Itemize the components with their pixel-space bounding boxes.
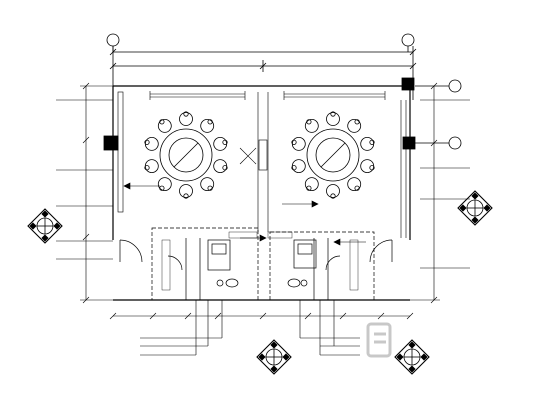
chair-back [183,111,189,117]
chair [291,136,306,151]
index-symbol-4 [394,339,430,375]
table-hatch [173,142,199,168]
chair [144,159,159,174]
dining-table-left [144,111,228,199]
chair-back [207,185,213,191]
chair [179,184,193,198]
table-top [306,128,360,182]
index-pointer [408,341,416,349]
index-pointer [396,353,404,361]
axis-bubble-right [401,33,415,52]
chair-back [222,165,228,171]
chair-back [306,185,312,191]
index-pointer [420,353,428,361]
section-arrows [123,182,366,246]
side-walls [400,100,407,238]
chair [360,159,375,174]
index-pointer [483,204,491,212]
index-symbol-1 [27,208,63,244]
chair [200,177,215,192]
bottom-dimension-lines [109,300,414,356]
central-partition-wall [257,92,269,232]
axis-bubble-left [106,33,120,52]
index-pointer [258,353,266,361]
chair-back [222,139,228,145]
chair-back [354,119,360,125]
chair-back [306,119,312,125]
chair [200,119,215,133]
index-diamond [457,190,493,226]
chair [326,184,340,198]
structural-columns [103,77,416,151]
chair-back [159,185,165,191]
left-wall-strip [117,91,124,213]
index-pointer [459,204,467,212]
table-top [159,128,213,182]
chair [144,136,159,151]
chair [347,119,362,133]
index-pointer [270,341,278,349]
chair [304,119,319,133]
index-pointer [41,234,49,242]
lazy-susan [315,137,351,173]
chair-back [291,139,297,145]
index-pointer [471,192,479,200]
chair-back [291,165,297,171]
window-strips [149,91,386,100]
chair-back [183,193,189,199]
outer-walls [112,85,411,301]
chair [213,159,228,174]
chair [291,159,306,174]
chair-back [144,165,150,171]
axis-bubble-right-top [415,79,462,93]
chair [326,112,340,126]
chair [347,177,362,192]
partition-cross-marks [239,147,257,165]
chair [157,177,172,192]
top-dimension-lines [109,46,417,100]
right-dimension-lines [410,82,470,304]
index-pointer [408,365,416,373]
chair-back [144,139,150,145]
table-hatch [320,142,346,168]
chair-back [369,139,375,145]
hatched-walls [161,231,359,291]
axis-bubble-right-mid [415,136,462,150]
watermark-logo-icon [366,322,392,358]
chair-back [159,119,165,125]
washroom-zone [119,227,393,301]
index-pointer [53,222,61,230]
index-pointer [282,353,290,361]
index-symbol-3 [256,339,292,375]
index-diamond [394,339,430,375]
chair-back [369,165,375,171]
chair-back [330,193,336,199]
chair [179,112,193,126]
lazy-susan [168,137,204,173]
chair [157,119,172,133]
index-pointer [41,210,49,218]
index-pointer [270,365,278,373]
index-symbol-2 [457,190,493,226]
index-pointer [471,216,479,224]
chair [304,177,319,192]
dining-table-right [291,111,375,199]
index-diamond [27,208,63,244]
chair [360,136,375,151]
index-symbols [27,190,493,375]
index-diamond [256,339,292,375]
chair [213,136,228,151]
chair-back [354,185,360,191]
chair-back [330,111,336,117]
dining-tables [144,111,375,199]
index-pointer [29,222,37,230]
left-dimension-lines [56,82,113,304]
chair-back [207,119,213,125]
